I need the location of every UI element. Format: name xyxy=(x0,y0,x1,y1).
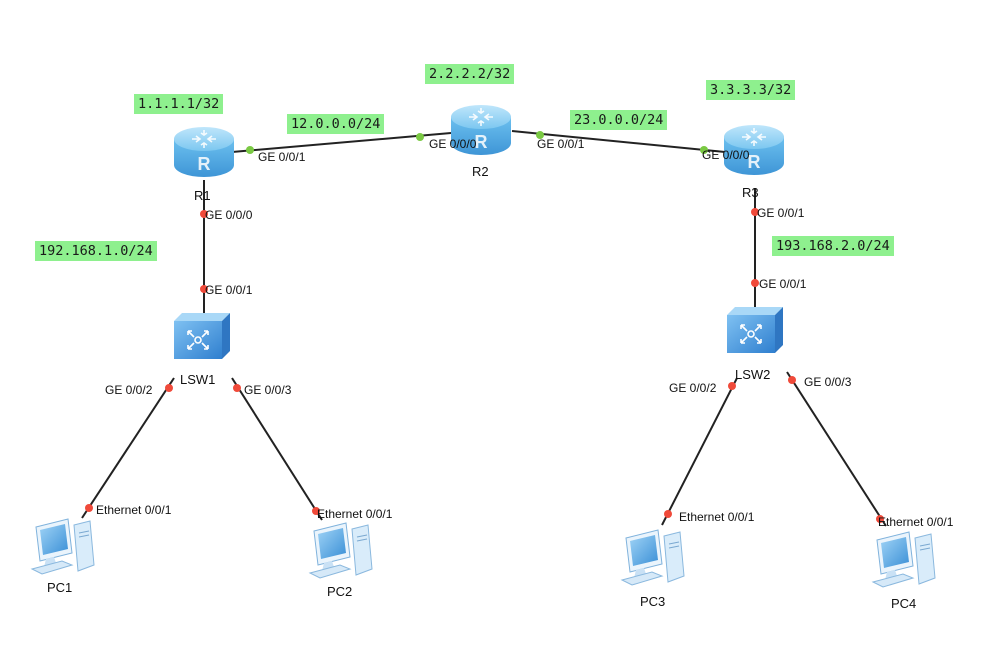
port-dot-r1-lsw1[interactable] xyxy=(200,210,208,218)
pc-pc2[interactable] xyxy=(309,522,373,579)
port-dot-r2-r1[interactable] xyxy=(416,133,424,141)
port-dot-lsw2-pc4[interactable] xyxy=(788,376,796,384)
port-dot-r2-r3[interactable] xyxy=(536,131,544,139)
port-dot-lsw1-pc1[interactable] xyxy=(165,384,173,392)
port-label-r3-lsw2: GE 0/0/1 xyxy=(757,206,805,220)
device-label-pc1: PC1 xyxy=(47,580,73,595)
port-label-r2-r1: GE 0/0/0 xyxy=(429,137,477,151)
switch-lsw2[interactable] xyxy=(726,306,784,354)
port-dot-lsw1-r1[interactable] xyxy=(200,285,208,293)
port-label-r2-r3: GE 0/0/1 xyxy=(537,137,585,151)
link-lsw1-pc2[interactable] xyxy=(231,377,323,521)
port-label-r1-lsw1: GE 0/0/0 xyxy=(205,208,253,222)
router-r1[interactable] xyxy=(173,126,235,178)
port-dot-lsw2-r3[interactable] xyxy=(751,279,759,287)
net-label-r1-loopback: 1.1.1.1/32 xyxy=(134,94,224,114)
switch-icon xyxy=(726,306,784,354)
net-label-r2-loopback: 2.2.2.2/32 xyxy=(425,64,515,84)
port-dot-lsw2-pc3[interactable] xyxy=(728,382,736,390)
device-label-r2: R2 xyxy=(472,164,489,179)
device-label-lsw1: LSW1 xyxy=(180,372,216,387)
port-dot-r3-lsw2[interactable] xyxy=(751,208,759,216)
port-label-r3-r2: GE 0/0/0 xyxy=(702,148,750,162)
port-dot-pc4[interactable] xyxy=(876,515,884,523)
port-label-lsw1-r1: GE 0/0/1 xyxy=(205,283,253,297)
switch-icon xyxy=(173,312,231,360)
links xyxy=(81,130,887,527)
device-label-lsw2: LSW2 xyxy=(735,367,771,382)
pc-icon xyxy=(621,529,685,586)
port-label-lsw2-r3: GE 0/0/1 xyxy=(759,277,807,291)
port-dot-lsw1-pc2[interactable] xyxy=(233,384,241,392)
port-label-lsw1-pc1: GE 0/0/2 xyxy=(105,383,153,397)
link-lsw2-pc3[interactable] xyxy=(661,377,738,526)
pc-icon xyxy=(872,531,936,588)
net-label-r3-loopback: 3.3.3.3/32 xyxy=(706,80,796,100)
port-label-lsw1-pc2: GE 0/0/3 xyxy=(244,383,292,397)
port-label-pc3: Ethernet 0/0/1 xyxy=(679,510,755,524)
pc-icon xyxy=(31,518,95,575)
net-label-lan1: 192.168.1.0/24 xyxy=(35,241,157,261)
pc-pc4[interactable] xyxy=(872,531,936,588)
port-label-pc4: Ethernet 0/0/1 xyxy=(878,515,954,529)
device-label-pc2: PC2 xyxy=(327,584,353,599)
port-dot-pc3[interactable] xyxy=(664,510,672,518)
router-icon xyxy=(173,126,235,178)
net-label-lan2: 193.168.2.0/24 xyxy=(772,236,894,256)
port-label-lsw2-pc4: GE 0/0/3 xyxy=(804,375,852,389)
net-label-r2-r3: 23.0.0.0/24 xyxy=(570,110,668,130)
net-label-r1-r2: 12.0.0.0/24 xyxy=(287,114,385,134)
port-dots xyxy=(85,131,884,523)
device-label-r1: R1 xyxy=(194,188,211,203)
port-label-pc2: Ethernet 0/0/1 xyxy=(317,507,393,521)
device-label-pc3: PC3 xyxy=(640,594,666,609)
device-label-pc4: PC4 xyxy=(891,596,917,611)
switch-lsw1[interactable] xyxy=(173,312,231,360)
pc-pc3[interactable] xyxy=(621,529,685,586)
port-dot-r3-r2[interactable] xyxy=(700,146,708,154)
link-lsw2-pc4[interactable] xyxy=(786,371,887,527)
link-lsw1-pc1[interactable] xyxy=(81,377,175,519)
link-r2-r3[interactable] xyxy=(511,130,726,153)
device-label-r3: R3 xyxy=(742,185,759,200)
link-r1-r2[interactable] xyxy=(231,132,452,153)
port-label-pc1: Ethernet 0/0/1 xyxy=(96,503,172,517)
port-dot-pc1[interactable] xyxy=(85,504,93,512)
pc-pc1[interactable] xyxy=(31,518,95,575)
port-dot-r1-r2[interactable] xyxy=(246,146,254,154)
pc-icon xyxy=(309,522,373,579)
port-dot-pc2[interactable] xyxy=(312,507,320,515)
port-label-r1-r2: GE 0/0/1 xyxy=(258,150,306,164)
port-label-lsw2-pc3: GE 0/0/2 xyxy=(669,381,717,395)
